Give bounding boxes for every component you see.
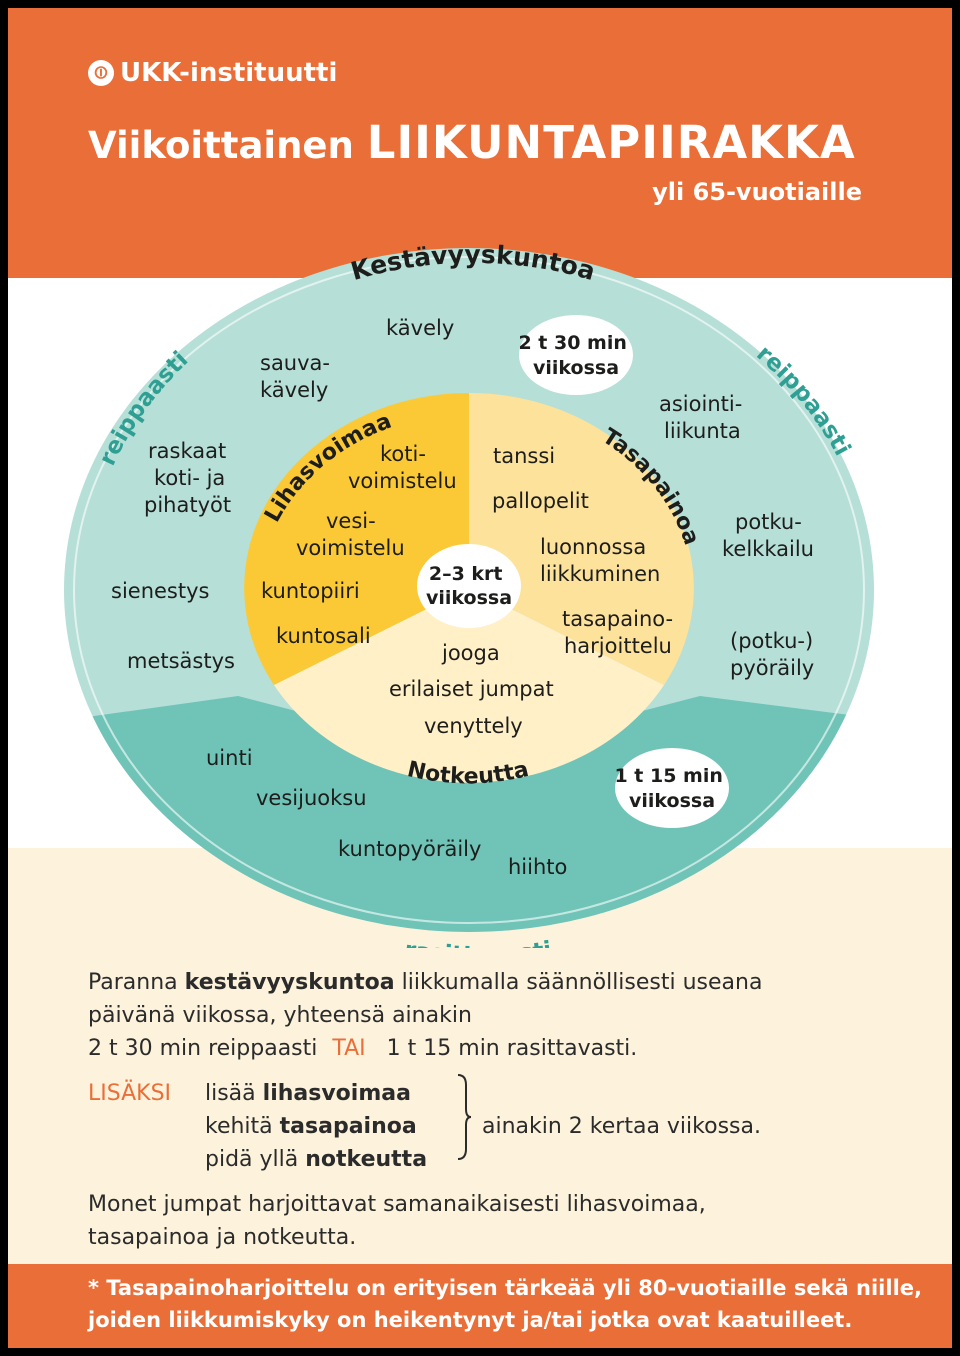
flexibility-item: venyttely	[424, 714, 523, 738]
flexibility-segment	[274, 588, 664, 783]
text-run: Paranna	[88, 970, 185, 995]
center-badge	[417, 544, 521, 628]
endurance-advice-line1: Paranna kestävyyskuntoa liikkumalla sään…	[88, 970, 762, 995]
text-run-bold: kestävyyskuntoa	[184, 970, 395, 995]
vigorous-duration-badge	[615, 748, 729, 828]
vigorous-item: kuntopyöräily	[338, 837, 481, 861]
balance-segment	[469, 393, 694, 685]
footnote-line1: * Tasapainoharjoittelu on erityisen tärk…	[88, 1276, 923, 1300]
combined-note-line1: Monet jumpat harjoittavat samanaikaisest…	[88, 1192, 706, 1217]
vigorous-duration-text: 1 t 15 min viikossa	[614, 765, 729, 812]
logo: ⏼ UKK-instituutti	[88, 58, 337, 88]
text-run: 2 t 30 min reippaasti	[88, 1036, 318, 1061]
vigorous-item: hiihto	[508, 855, 567, 879]
text-run: lisää	[205, 1081, 263, 1106]
moderate-item: kävely	[386, 316, 454, 340]
text-run-bold: lihasvoimaa	[262, 1081, 411, 1106]
strength-segment	[244, 393, 469, 685]
additionally-label: LISÄKSI	[88, 1081, 172, 1106]
moderate-item: asiointi-liikunta	[659, 392, 742, 443]
strength-item: kuntopiiri	[261, 579, 360, 603]
vigorous-item: vesijuoksu	[256, 786, 367, 810]
balance-item: pallopelit	[492, 489, 589, 513]
combined-note-line2: tasapainoa ja notkeutta.	[88, 1225, 357, 1250]
vigorous-item: uinti	[206, 746, 253, 770]
subtitle: yli 65-vuotiaille	[652, 178, 862, 206]
curly-brace-icon	[457, 1074, 472, 1160]
vigorous-activity-list: uinti vesijuoksu kuntopyöräily hiihto	[206, 746, 567, 879]
endurance-advice-line3: 2 t 30 min reippaasti TAI 1 t 15 min ras…	[88, 1036, 637, 1061]
logo-text: UKK-instituutti	[120, 58, 338, 88]
text-run-bold: notkeutta	[305, 1147, 428, 1172]
poster: ⏼ UKK-instituutti Viikoittainen LIIKUNTA…	[8, 8, 952, 1348]
extra-frequency: ainakin 2 kertaa viikossa.	[482, 1114, 761, 1139]
strength-item: koti-voimistelu	[348, 442, 457, 493]
text-run: liikkumalla säännöllisesti useana	[394, 970, 763, 995]
moderate-item: potku-kelkkailu	[722, 510, 814, 561]
endurance-advice-line2: päivänä viikossa, yhteensä ainakin	[88, 1003, 472, 1028]
strength-item: kuntosali	[276, 624, 371, 648]
activity-wheel: 2–3 krt viikossa 2 t 30 min viikossa 1 t…	[64, 240, 874, 948]
page-title: Viikoittainen LIIKUNTAPIIRAKKA	[88, 116, 856, 169]
extra-strength: lisää lihasvoimaa	[205, 1081, 411, 1106]
or-keyword: TAI	[332, 1036, 366, 1061]
text-run-bold: tasapainoa	[279, 1114, 417, 1139]
strength-activity-list: koti-voimistelu vesi-voimistelu kuntopii…	[261, 442, 457, 648]
moderate-item: sauva-kävely	[260, 351, 330, 402]
flexibility-item: jooga	[441, 641, 500, 665]
outer-ring-line	[73, 256, 865, 924]
extra-balance: kehitä tasapainoa	[205, 1114, 417, 1139]
title-prefix: Viikoittainen	[88, 124, 354, 167]
footer-band: * Tasapainoharjoittelu on erityisen tärk…	[8, 1264, 952, 1348]
extra-flexibility: pidä yllä notkeutta	[205, 1147, 427, 1172]
balance-item: tasapaino-harjoittelu	[562, 607, 673, 658]
flexibility-activity-list: jooga erilaiset jumpat venyttely	[389, 641, 554, 738]
footnote-line2: joiden liikkumiskyky on heikentynyt ja/t…	[88, 1308, 853, 1332]
moderate-item: (potku-)pyöräily	[730, 629, 814, 680]
title-main: LIIKUNTAPIIRAKKA	[366, 116, 856, 169]
strength-item: vesi-voimistelu	[296, 509, 405, 560]
header-band: ⏼ UKK-instituutti Viikoittainen LIIKUNTA…	[8, 8, 952, 278]
ukk-logo-icon: ⏼	[88, 60, 114, 86]
moderate-duration-text: 2 t 30 min viikossa	[518, 332, 633, 379]
moderate-item: metsästys	[127, 649, 235, 673]
vigorous-label: rasittavasti	[403, 937, 553, 948]
flexibility-item: erilaiset jumpat	[389, 677, 554, 701]
moderate-duration-badge	[519, 315, 633, 395]
text-run: pidä yllä	[205, 1147, 306, 1172]
center-badge-text: 2–3 krt viikossa	[426, 563, 512, 609]
moderate-item: sienestys	[111, 579, 209, 603]
text-run: 1 t 15 min rasittavasti.	[386, 1036, 638, 1061]
text-run: kehitä	[205, 1114, 280, 1139]
balance-item: tanssi	[493, 444, 555, 468]
